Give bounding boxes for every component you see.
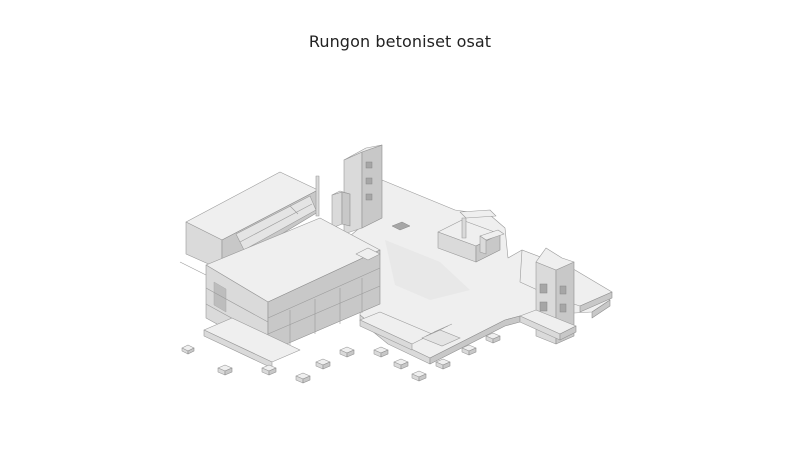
diagram-title: Rungon betoniset osat bbox=[308, 32, 492, 51]
podium-steps bbox=[421, 323, 461, 347]
stair-tower-center bbox=[331, 144, 383, 235]
foundation-pads bbox=[181, 332, 501, 384]
front-ground-slab bbox=[203, 311, 433, 369]
plant-room bbox=[437, 209, 505, 263]
stair-tower-right bbox=[519, 247, 577, 345]
